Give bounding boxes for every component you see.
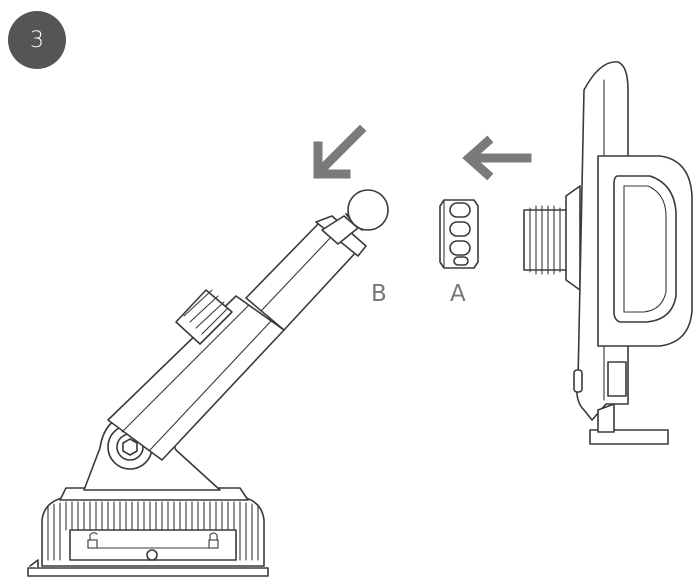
- lock-knob: [175, 289, 233, 345]
- base-grip-ridges: [47, 501, 259, 561]
- phone-cradle: [523, 61, 693, 445]
- part-a-locking-nut: [439, 199, 479, 269]
- arrow-down-left-icon: [313, 124, 367, 179]
- extension-arm: [107, 215, 367, 461]
- suction-cup-base: [27, 487, 269, 577]
- step-number: 3: [30, 27, 44, 53]
- threaded-stem: [529, 205, 561, 275]
- part-b-label: B: [371, 281, 387, 307]
- arrow-left-icon: [462, 135, 532, 181]
- ball-joint: [345, 189, 389, 231]
- step-number-badge: 3: [8, 11, 66, 69]
- part-a-label: A: [450, 281, 466, 307]
- unlock-icon: [87, 532, 98, 549]
- lock-icon: [208, 532, 219, 549]
